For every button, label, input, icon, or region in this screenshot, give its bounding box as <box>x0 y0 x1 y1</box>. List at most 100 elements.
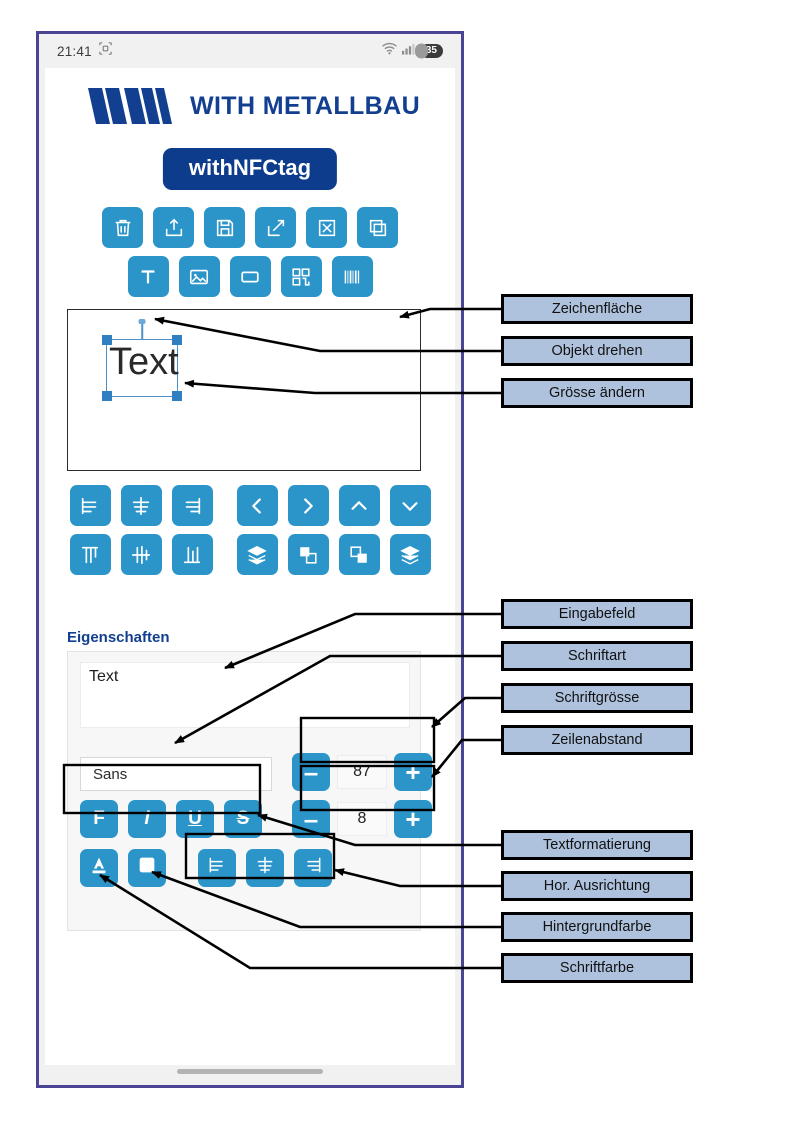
delete-button[interactable] <box>102 207 143 248</box>
text-align-right-icon <box>303 855 323 881</box>
chevron-left-icon <box>246 495 268 517</box>
font-size-decrease-button[interactable]: – <box>292 753 330 791</box>
bring-to-front-button[interactable] <box>236 534 278 575</box>
italic-button[interactable]: I <box>128 800 166 838</box>
phone-screen: 21:41 <box>39 34 461 1085</box>
upload-button[interactable] <box>153 207 194 248</box>
horizontal-align-group <box>69 485 213 526</box>
strikethrough-button[interactable]: S <box>224 800 262 838</box>
resize-button[interactable] <box>255 207 296 248</box>
battery-indicator: 35 <box>414 43 443 59</box>
resize-handle-bottom-left[interactable] <box>102 391 112 401</box>
resize-arrow-icon <box>265 217 287 239</box>
text-align-left-button[interactable] <box>198 849 236 887</box>
vertical-align-group <box>69 534 213 575</box>
rotation-stem <box>141 323 143 340</box>
qrcode-tool-button[interactable] <box>280 256 322 297</box>
move-right-button[interactable] <box>287 485 329 526</box>
canvas-text-label: Text <box>109 341 179 383</box>
upload-icon <box>163 217 185 239</box>
rotate-handle[interactable] <box>138 319 146 324</box>
drawing-canvas[interactable]: Text <box>67 309 421 471</box>
save-button[interactable] <box>204 207 245 248</box>
font-color-button[interactable] <box>80 849 118 887</box>
text-align-right-button[interactable] <box>294 849 332 887</box>
callout-zeilenabstand: Zeilenabstand <box>501 725 693 755</box>
brand-name: WITH METALLBAU <box>189 91 421 120</box>
color-group <box>80 849 166 887</box>
wifi-icon <box>382 42 397 60</box>
app-title-badge: withNFCtag <box>162 148 338 190</box>
resize-handle-top-right[interactable] <box>172 335 182 345</box>
bold-button[interactable]: F <box>80 800 118 838</box>
callout-groesse-aendern: Grösse ändern <box>501 378 693 408</box>
barcode-tool-button[interactable] <box>331 256 373 297</box>
align-right-button[interactable] <box>171 485 213 526</box>
text-align-center-button[interactable] <box>246 849 284 887</box>
align-bottom-button[interactable] <box>171 534 213 575</box>
brand-header: WITH METALLBAU <box>39 86 461 126</box>
resize-handle-bottom-right[interactable] <box>172 391 182 401</box>
callout-hintergrundfarbe: Hintergrundfarbe <box>501 912 693 942</box>
move-up-button[interactable] <box>338 485 380 526</box>
phone-frame: 21:41 <box>36 31 464 1088</box>
duplicate-button[interactable] <box>357 207 398 248</box>
nudge-group <box>236 485 431 526</box>
insert-toolbar <box>39 256 461 297</box>
font-color-icon <box>88 854 110 882</box>
align-center-horizontal-icon <box>130 495 152 517</box>
line-spacing-decrease-button[interactable]: – <box>292 800 330 838</box>
chevron-down-icon <box>399 495 421 517</box>
properties-heading: Eigenschaften <box>67 629 170 646</box>
text-format-group: F I U S <box>80 800 262 838</box>
align-top-button[interactable] <box>69 534 111 575</box>
align-top-icon <box>79 544 101 566</box>
callout-hor-ausrichtung: Hor. Ausrichtung <box>501 871 693 901</box>
image-tool-button[interactable] <box>178 256 220 297</box>
underline-button[interactable]: U <box>176 800 214 838</box>
floppy-save-icon <box>214 217 236 239</box>
background-color-button[interactable] <box>128 849 166 887</box>
screenshot-icon <box>99 42 112 60</box>
callout-zeichenflaeche: Zeichenfläche <box>501 294 693 324</box>
barcode-tool-icon <box>341 266 363 288</box>
align-right-icon <box>181 495 203 517</box>
trash-icon <box>112 217 134 239</box>
text-tool-button[interactable] <box>127 256 169 297</box>
callout-textformatierung: Textformatierung <box>501 830 693 860</box>
move-down-button[interactable] <box>389 485 431 526</box>
send-to-back-button[interactable] <box>389 534 431 575</box>
bring-to-front-icon <box>246 544 268 566</box>
align-toolbar-row-1 <box>39 485 461 526</box>
resize-handle-top-left[interactable] <box>102 335 112 345</box>
status-clock: 21:41 <box>57 43 92 59</box>
move-left-button[interactable] <box>236 485 278 526</box>
selected-text-object[interactable]: Text <box>102 319 182 401</box>
line-spacing-value[interactable]: 8 <box>337 802 387 836</box>
status-bar: 21:41 <box>39 34 461 68</box>
line-spacing-increase-button[interactable]: + <box>394 800 432 838</box>
cellular-signal-icon <box>401 42 415 60</box>
bring-forward-icon <box>297 544 319 566</box>
align-left-icon <box>79 495 101 517</box>
close-button[interactable] <box>306 207 347 248</box>
send-backward-icon <box>348 544 370 566</box>
align-left-button[interactable] <box>69 485 111 526</box>
align-center-horizontal-button[interactable] <box>120 485 162 526</box>
text-input-field[interactable]: Text <box>80 662 410 728</box>
font-family-select[interactable]: Sans <box>80 757 272 791</box>
bring-forward-button[interactable] <box>287 534 329 575</box>
align-toolbar-row-2 <box>39 534 461 575</box>
align-middle-vertical-button[interactable] <box>120 534 162 575</box>
align-bottom-icon <box>181 544 203 566</box>
font-size-value[interactable]: 87 <box>337 755 387 789</box>
properties-panel: Text Sans – 87 + – 8 + F I U S <box>67 651 432 931</box>
callout-objekt-drehen: Objekt drehen <box>501 336 693 366</box>
duplicate-icon <box>367 217 389 239</box>
font-size-increase-button[interactable]: + <box>394 753 432 791</box>
wm-logo <box>80 86 178 126</box>
line-spacing-stepper: – 8 + <box>292 800 432 838</box>
rectangle-tool-button[interactable] <box>229 256 271 297</box>
navigation-home-pill[interactable] <box>177 1069 323 1074</box>
send-backward-button[interactable] <box>338 534 380 575</box>
